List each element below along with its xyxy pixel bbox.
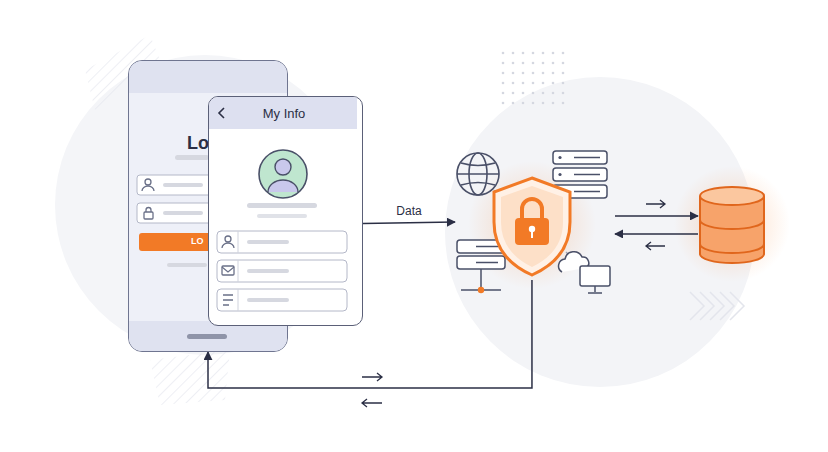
globe-icon: [457, 153, 499, 195]
screen-title: My Info: [209, 106, 359, 122]
direction-arrows: [362, 200, 665, 407]
security-gateway: [455, 150, 615, 280]
dot-grid: [498, 46, 568, 108]
flow-arrow: [615, 233, 698, 235]
database: [698, 186, 766, 260]
flow-arrow: [363, 222, 455, 223]
edge-label: Data: [393, 204, 424, 218]
hatch: [150, 350, 230, 405]
button-label: LO: [191, 236, 204, 247]
chevrons: [690, 292, 744, 320]
database-icon: [700, 187, 764, 263]
flow-arrow: [615, 215, 698, 217]
shield-lock-icon: [494, 178, 570, 275]
server-icon: [457, 240, 505, 290]
profile-screen: My Info: [208, 96, 363, 326]
screen-title: Lo: [187, 133, 209, 155]
phone-screen-art: [208, 96, 357, 325]
cloud-monitor-icon: [559, 252, 610, 293]
network-node: [478, 287, 484, 293]
database-glow: [674, 166, 790, 282]
